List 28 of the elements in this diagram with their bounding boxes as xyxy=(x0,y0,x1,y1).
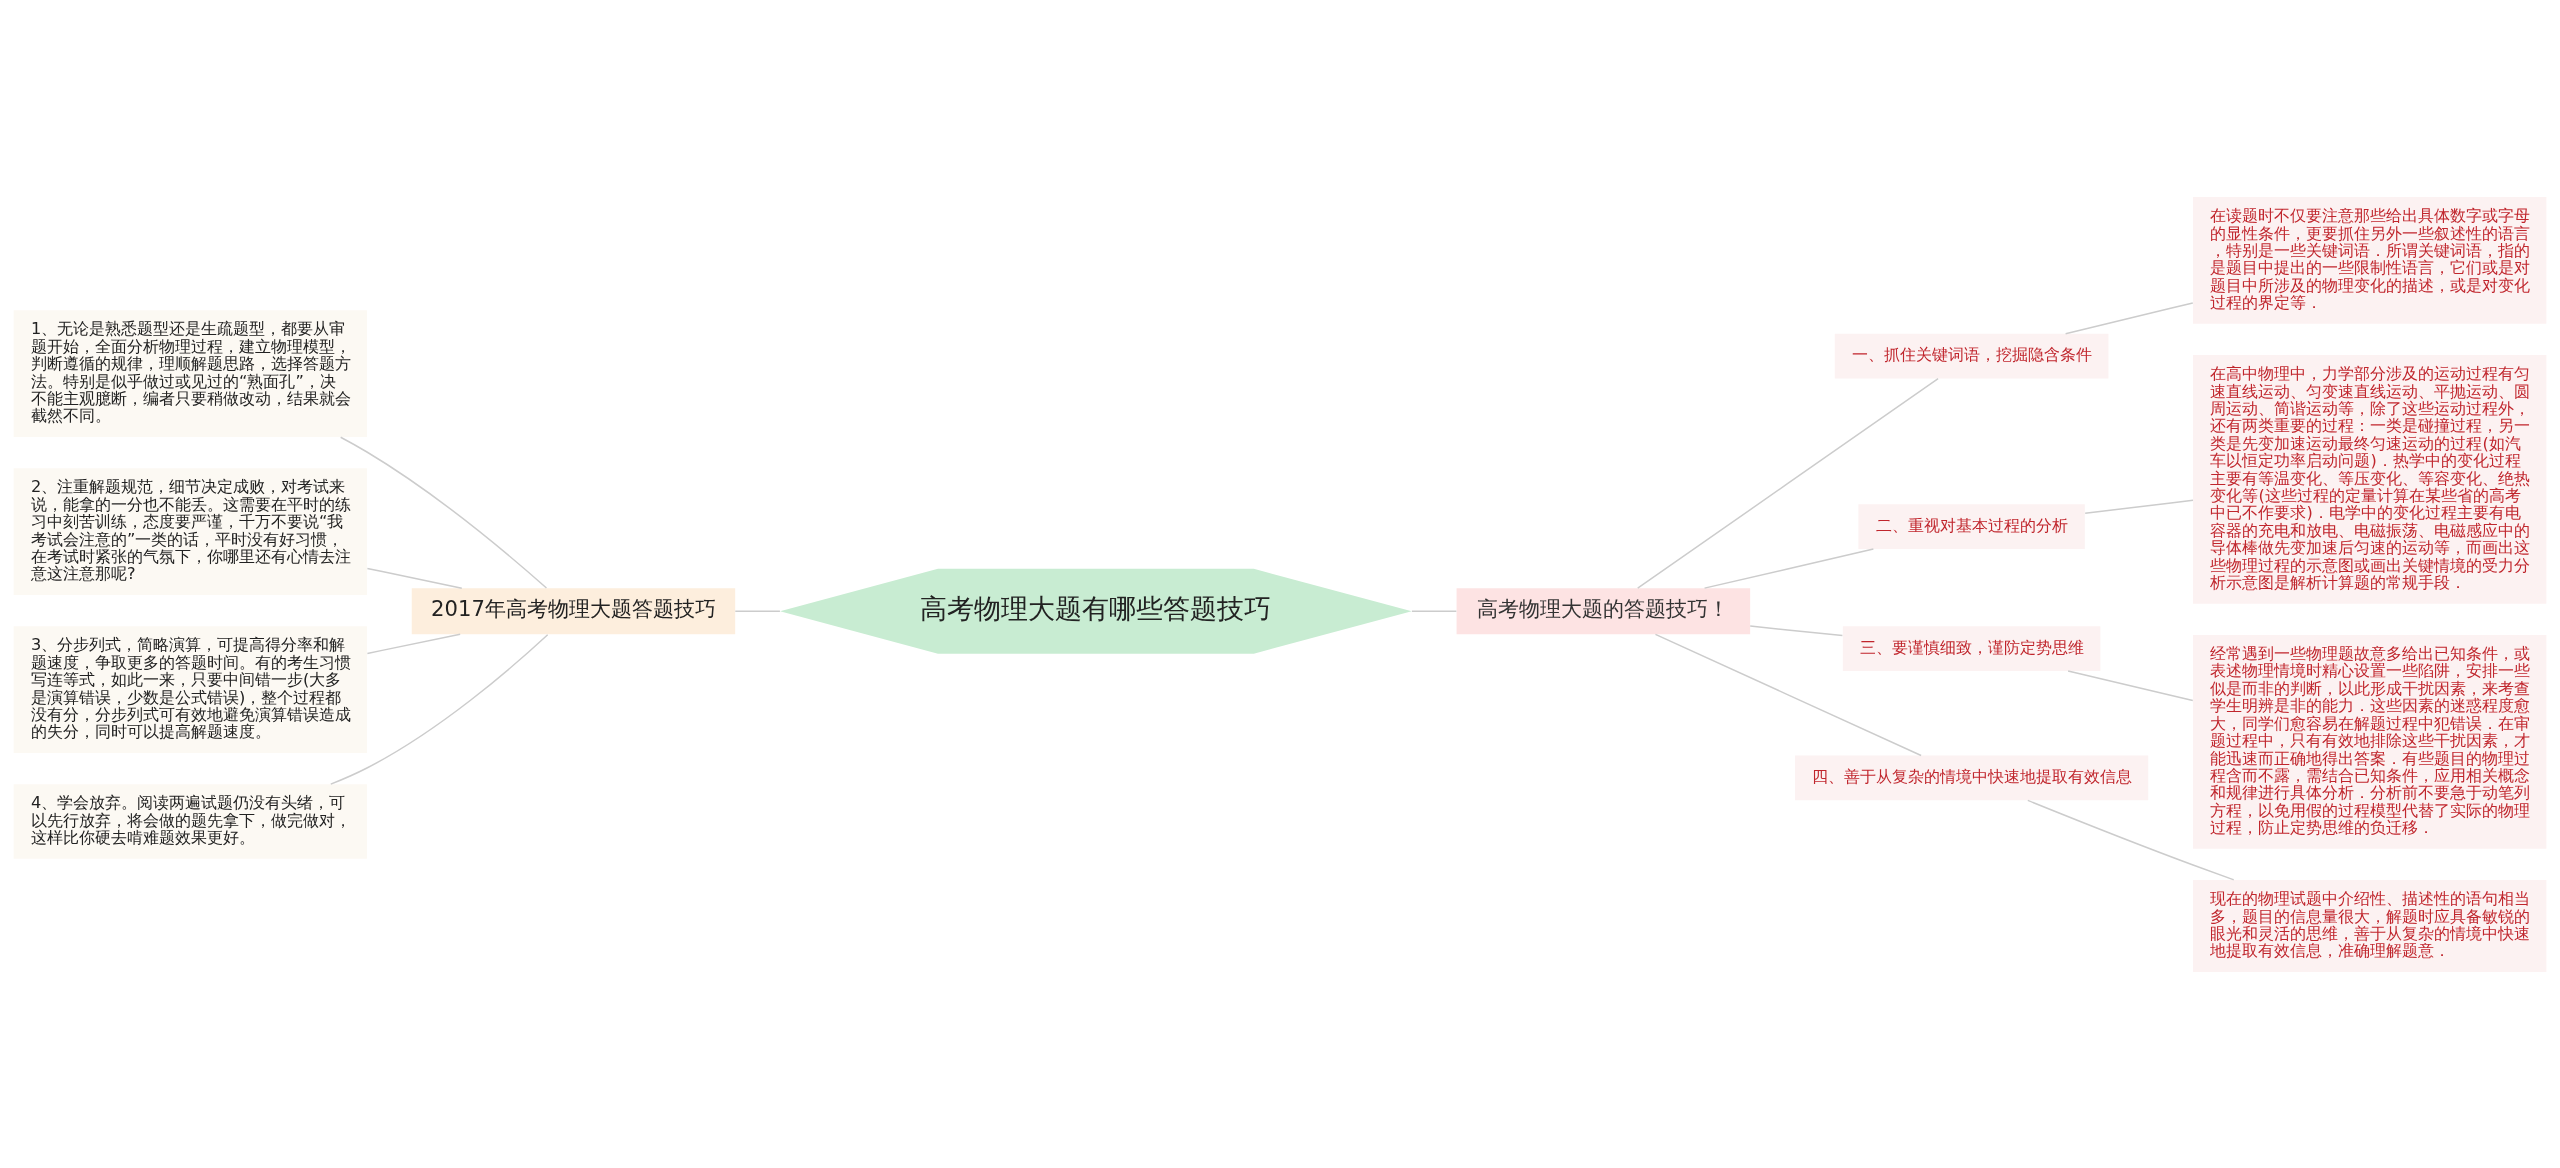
node-box: 在高中物理中，力学部分涉及的运动过程有匀速直线运动、匀变速直线运动、平抛运动、圆周运动、简谐运动等，除了这些运动过程外，还有两类重要的过程：一类是碰撞过程，另一类是先变加速运动最终匀速运动的过程(如汽车以恒定功率启动问题)．热学中的变化过程主要有等温变化、等压变化、等容变化、绝热变化等(这些过程的定量计算在某些省的高考中已不作要求)．电学中的变化过程主要有电容器的充电和放电、电磁振荡、电磁感应中的导体棒做先变加速后匀速的运动等，而画出这些物理过程的示意图或画出关键情境的受力分析示意图是解析计算题的常规手段． xyxy=(2193,354,2547,604)
node-box: 在读题时不仅要注意那些给出具体数字或字母的显性条件，更要抓住另外一些叙述性的语言，特别是一些关键词语．所谓关键词语，指的是题目中提出的一些限制性语言，它们或是对题目中所涉及的物理变化的描述，或是对变化过程的界定等． xyxy=(2193,196,2547,324)
connector xyxy=(1749,624,1844,636)
connector xyxy=(734,610,781,612)
connector xyxy=(1411,610,1458,612)
node-box: 现在的物理试题中介绍性、描述性的语句相当多，题目的信息量很大，解题时应具备敏锐的眼光和灵活的思维，善于从复杂的情境中快速地提取有效信息，准确理解题意． xyxy=(2193,879,2547,972)
node-box: 2、注重解题规范，细节决定成败，对考试来说，能拿的一分也不能丢。这需要在平时的练习中刻苦训练，态度要严谨，千万不要说“我考试会注意的”一类的话，平时没有好习惯，在考试时紧张的气氛下，你哪里还有心情去注意这注意那呢? xyxy=(13,467,367,595)
node-box: 经常遇到一些物理题故意多给出已知条件，或表述物理情境时精心设置一些陷阱，安排一些似是而非的判断，以此形成干扰因素，来考查学生明辨是非的能力．这些因素的迷惑程度愈大，同学们愈容易在解题过程中犯错误．在审题过程中，只有有效地排除这些干扰因素，才能迅速而正确地得出答案．有些题目的物理过程含而不露，需结合已知条件，应用相关概念和规律进行具体分析．分析前不要急于动笔列方程，以免用假的过程模型代替了实际的物理过程，防止定势思维的负迁移． xyxy=(2193,634,2547,849)
connector xyxy=(2067,669,2194,701)
node-box: 4、学会放弃。阅读两遍试题仍没有头绪，可以先行放弃，将会做的题先拿下，做完做对，这样比你硬去啃难题效果更好。 xyxy=(13,783,367,859)
connector xyxy=(1636,377,1939,589)
node-box: 高考物理大题的答题技巧！ xyxy=(1456,587,1751,634)
connector xyxy=(366,567,463,589)
node-box: 二、重视对基本过程的分析 xyxy=(1858,503,2085,549)
node-box: 3、分步列式，简略演算，可提高得分率和解题速度，争取更多的答题时间。有的考生习惯写连等式，如此一来，只要中间错一步(大多是演算错误，少数是公式错误)，整个过程都没有分，分步列式可有效地避免演算错误造成的失分，同时可以提高解题速度。 xyxy=(13,625,367,753)
connector xyxy=(2084,499,2194,514)
connector xyxy=(2027,799,2235,881)
connector xyxy=(366,633,461,654)
node-box: 一、抓住关键词语，挖掘隐含条件 xyxy=(1834,333,2109,379)
connector xyxy=(1654,633,1922,756)
node-box: 1、无论是熟悉题型还是生疏题型，都要从审题开始，全面分析物理过程，建立物理模型，判断遵循的规律，理顺解题思路，选择答题方法。特别是似乎做过或见过的“熟面孔”，决不能主观臆断，编者只要稍做改动，结果就会截然不同。 xyxy=(13,309,367,437)
connector xyxy=(339,436,548,589)
connector xyxy=(330,633,549,785)
node-box: 2017年高考物理大题答题技巧 xyxy=(411,587,736,634)
node-box: 四、善于从复杂的情境中快速地提取有效信息 xyxy=(1794,755,2149,800)
connector xyxy=(1703,547,1875,589)
node-box: 三、要谨慎细致，谨防定势思维 xyxy=(1842,625,2101,671)
connector xyxy=(2064,301,2194,334)
